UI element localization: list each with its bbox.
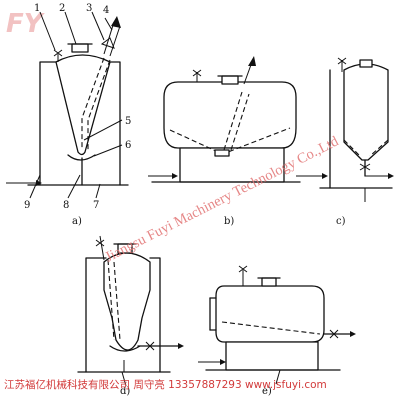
internal-pipe-b	[223, 91, 243, 151]
diagram-d-tall-silo: d)	[77, 235, 184, 397]
outlet-arrow-e-icon	[350, 331, 356, 337]
panel-label-a: a)	[72, 216, 82, 227]
callout-4: 4	[103, 5, 109, 16]
top-nozzle	[71, 43, 89, 53]
diagram-c-wall-silo: c)	[296, 57, 394, 227]
inlet-arrow-b-icon	[172, 173, 178, 179]
tank-base-e	[225, 341, 319, 371]
inner-cone-c	[343, 139, 389, 157]
diagram-e-horizontal-vessel: e)	[198, 265, 356, 397]
leader-3	[91, 11, 105, 41]
callout-2: 2	[59, 3, 65, 14]
inlet-arrow-c-icon	[322, 173, 328, 179]
support-leg-right	[109, 61, 121, 186]
outlet-arrow-d-icon	[178, 343, 184, 349]
manhole-b	[221, 75, 239, 85]
leader-d	[121, 371, 127, 387]
discharge-pipe-edge	[109, 25, 121, 57]
panel-label-e: e)	[262, 386, 272, 397]
support-frame-d-right	[149, 257, 161, 373]
horizontal-vessel-e	[215, 285, 325, 343]
leader-e	[275, 369, 281, 385]
panel-label-c: c)	[336, 216, 346, 227]
discharge-arrow-b-icon	[248, 56, 256, 66]
diagram-b-horizontal-tank: b)	[148, 56, 301, 227]
support-leg-left	[39, 61, 59, 186]
vent-valve-d-icon	[95, 239, 105, 247]
leader-1	[39, 11, 56, 51]
silo-vessel	[55, 54, 111, 156]
leader-6	[93, 144, 123, 157]
leader-8	[67, 174, 81, 199]
vent-valve-b-icon	[192, 69, 202, 77]
leader-2	[64, 11, 77, 45]
outlet-arrow-c-icon	[388, 173, 394, 179]
callout-5: 5	[125, 116, 131, 127]
inner-pipe-e	[221, 321, 321, 335]
leader-7	[95, 183, 101, 199]
bottom-bowl-d	[109, 345, 141, 352]
vent-valve-e-icon	[238, 265, 248, 273]
panel-label-d: d)	[120, 386, 130, 397]
horizontal-vessel	[163, 81, 297, 149]
panel-label-b: b)	[224, 216, 234, 227]
leader-5	[83, 119, 123, 141]
callout-8: 8	[63, 200, 69, 211]
discharge-pipe	[103, 21, 115, 55]
manhole-e	[261, 277, 277, 287]
callout-3: 3	[86, 3, 92, 14]
company-logo: FY	[6, 9, 46, 39]
leader-4	[104, 17, 113, 31]
vent-pipe-d	[99, 235, 105, 261]
discharge-valve-icon	[100, 37, 115, 49]
callout-1: 1	[34, 3, 40, 14]
contact-footer: 江苏福亿机械科技有限公司 周守亮 13357887293 www.jsfuyi.…	[4, 378, 327, 391]
outlet-valve-e-icon	[329, 329, 339, 339]
vent-valve-c-icon	[337, 57, 347, 65]
internal-pipe-d-edge	[113, 261, 121, 341]
callout-9: 9	[24, 200, 30, 211]
outlet-valve-d-icon	[145, 341, 155, 351]
internal-pipe-b-edge	[230, 93, 250, 151]
internal-pipe-d	[107, 259, 115, 341]
callout-7: 7	[93, 200, 99, 211]
leader-9	[29, 174, 41, 199]
manhole-c	[359, 59, 373, 68]
internal-pipe-edge	[87, 59, 111, 150]
support-frame-d-left	[85, 257, 107, 373]
inlet-arrow-e-icon	[220, 359, 226, 365]
discharge-arrow-icon	[111, 16, 121, 28]
diagram-a-conical-silo: 1 2 3 4 5 6 7 8 9 a)	[6, 3, 131, 227]
aeration-bowl	[67, 154, 96, 161]
callout-6: 6	[125, 140, 131, 151]
outlet-valve-c-icon	[359, 163, 371, 171]
vent-valve-icon	[53, 49, 63, 57]
bottom-outlet-b	[214, 149, 230, 157]
